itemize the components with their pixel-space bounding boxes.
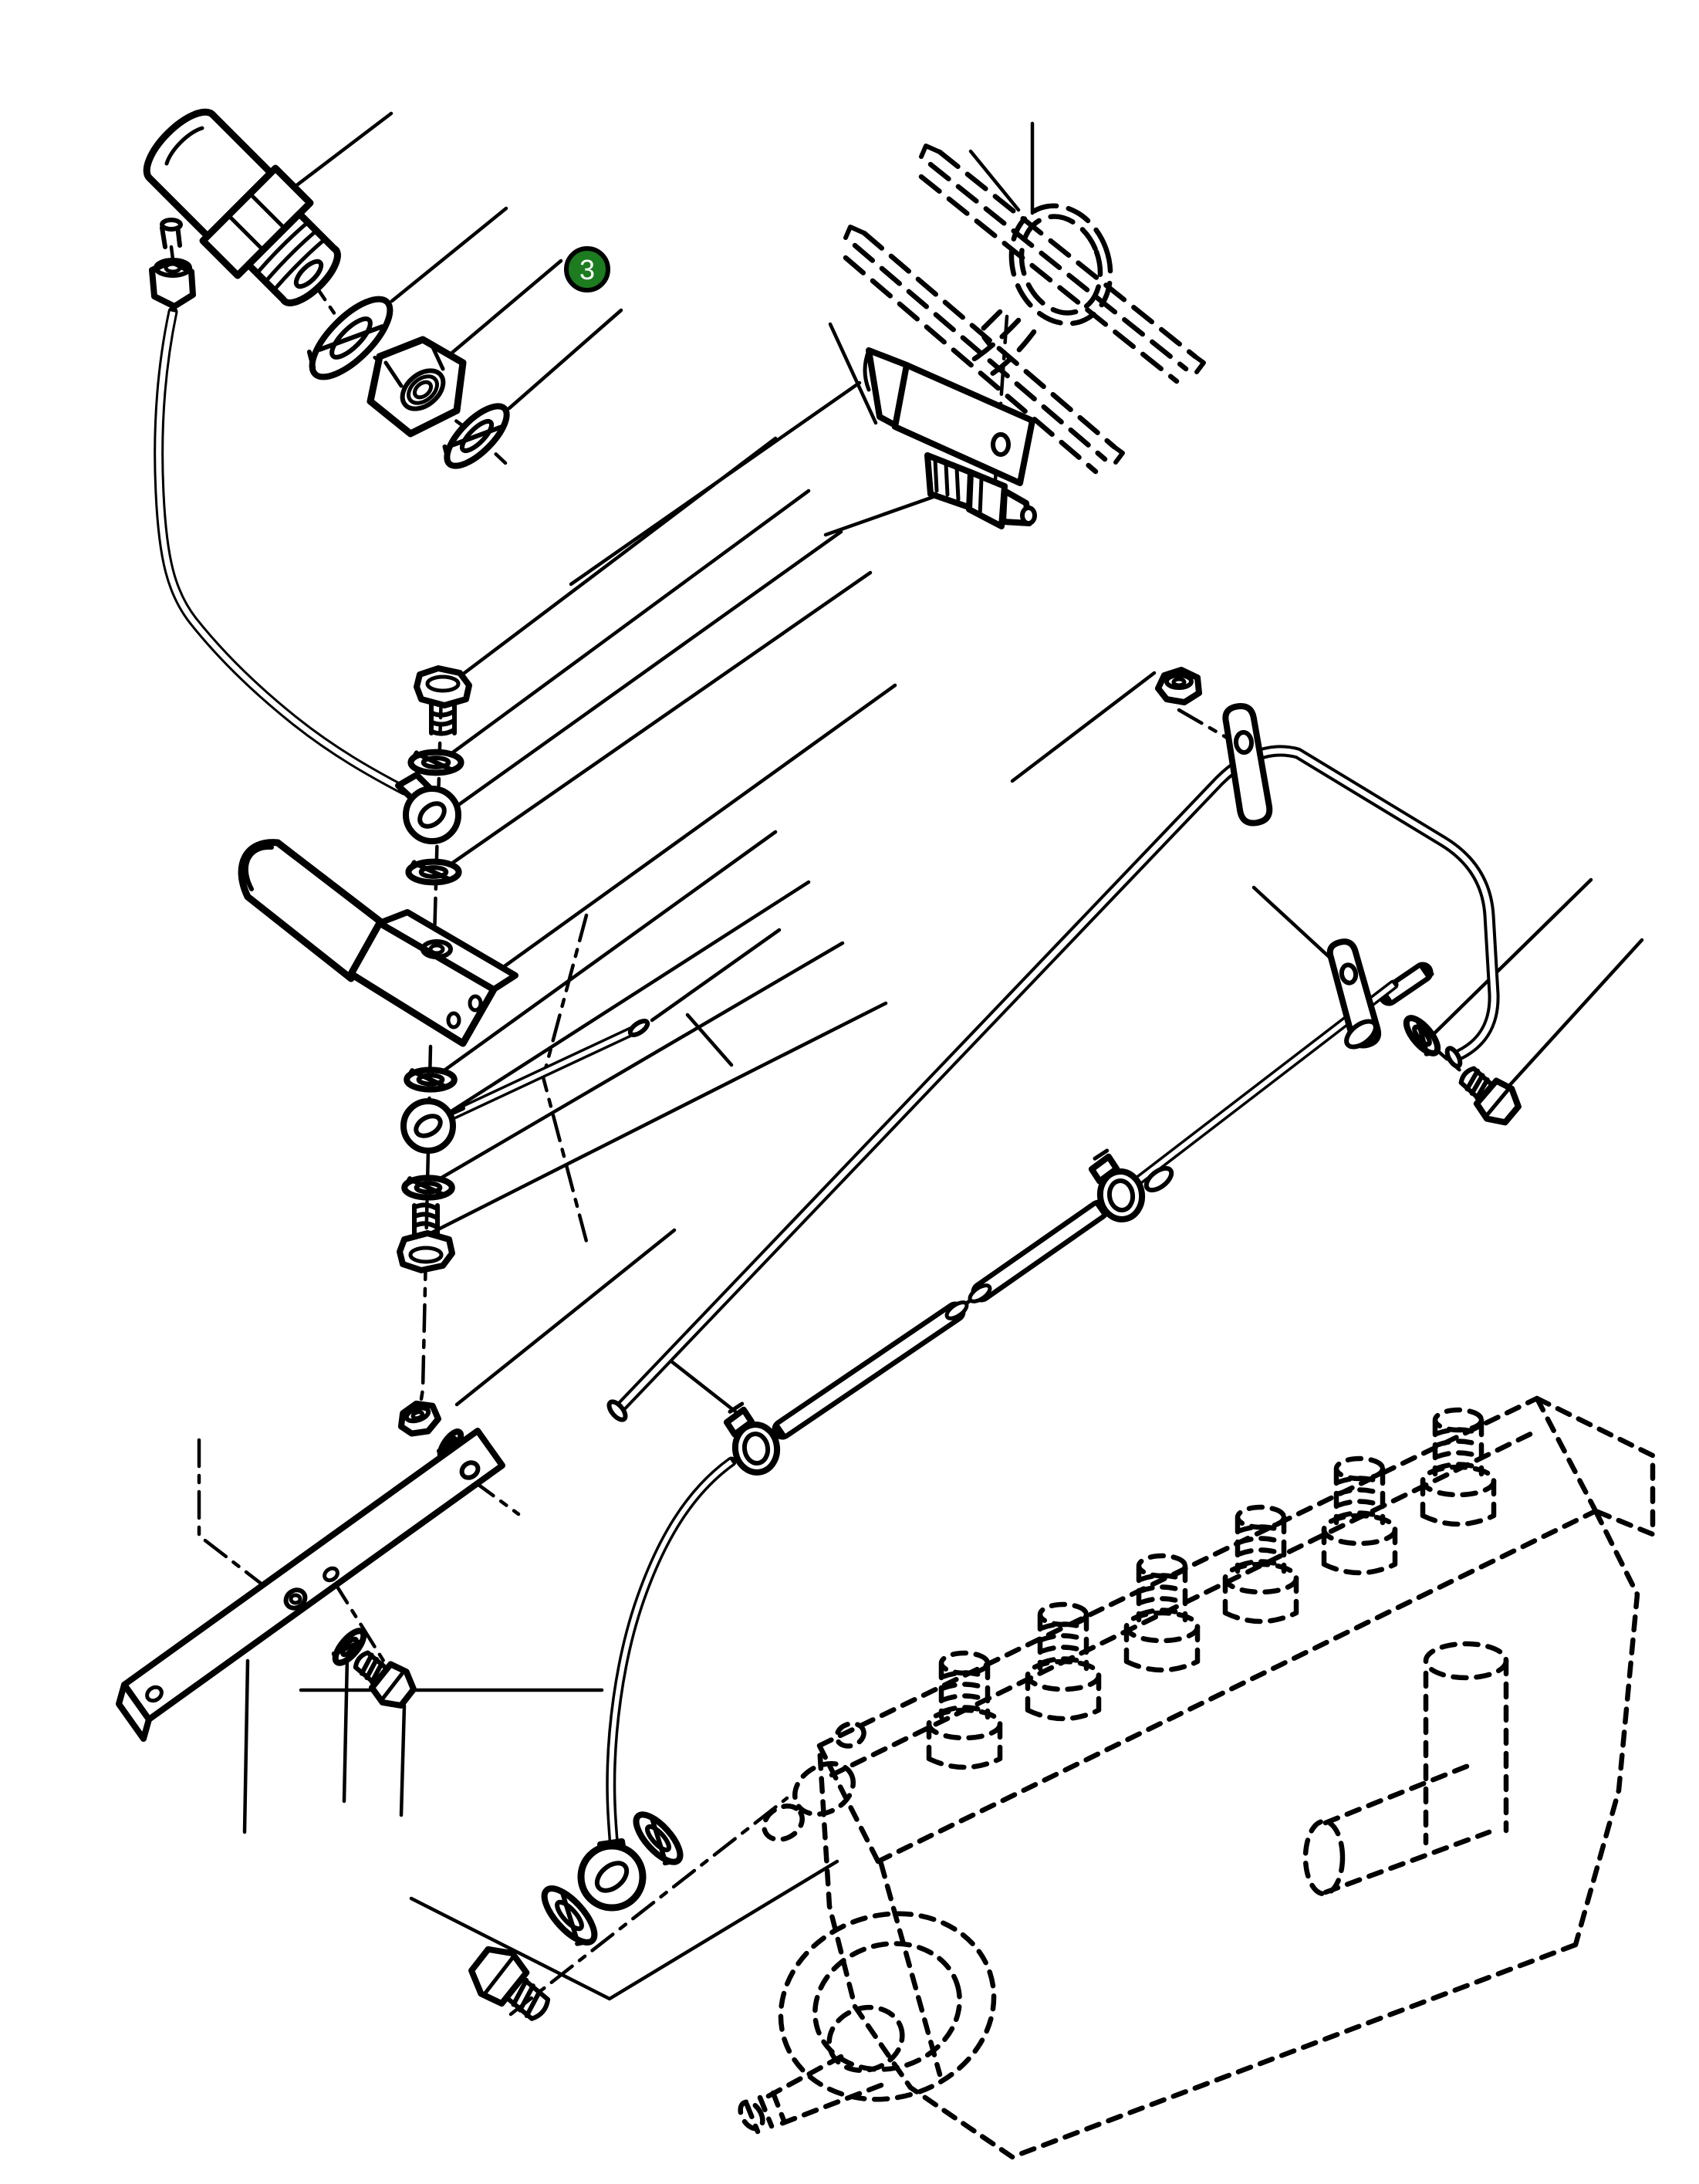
- pump-drive-flange: [738, 1911, 997, 2135]
- clamp-ring: [1143, 1165, 1174, 1193]
- switch-threaded-boss: [245, 210, 341, 306]
- callout-circle[interactable]: [564, 246, 610, 292]
- pump-inlet-port: [762, 1721, 866, 1842]
- banjo-washer-2: [408, 862, 458, 883]
- injection-pump: [738, 1395, 1656, 2160]
- pump-side-boss: [1302, 1641, 1509, 1897]
- banjo-fitting-upper: [395, 772, 461, 844]
- pipe-ferrule: [1344, 1019, 1378, 1050]
- hose-clamp: [965, 203, 1113, 380]
- banjo-washer-3: [407, 1070, 454, 1089]
- switch-rear-slot: [164, 126, 204, 166]
- banjo-fitting-lower: [400, 1098, 465, 1154]
- shutoff-solenoid-assembly: [238, 668, 518, 1270]
- mounting-strap-assembly: [116, 1398, 505, 1742]
- pressure-switch-assembly: [143, 108, 515, 475]
- temperature-sensor: [924, 452, 1037, 529]
- part-callout-3[interactable]: 3: [564, 246, 610, 292]
- leader-lines: [242, 111, 1644, 2001]
- sensor-bracket-assembly: [863, 347, 1037, 529]
- rail-end-hooks: [843, 144, 1206, 465]
- banjo-washer-1: [410, 752, 461, 773]
- solenoid-valve: [238, 839, 518, 1047]
- pipe-end-opening: [606, 1399, 628, 1422]
- clip-nut-1: [1158, 670, 1199, 702]
- valve-inlet-hole: [421, 939, 453, 959]
- bracket-hole: [991, 432, 1011, 457]
- inlet-banjo-fitting: [577, 1838, 647, 1912]
- banjo-washer-4: [404, 1178, 452, 1197]
- pipe-fittings: [725, 670, 1525, 1476]
- frame-rail-group: [843, 144, 1206, 475]
- inlet-banjo-assembly: [463, 1808, 687, 2032]
- sensor-bracket: [863, 347, 1035, 486]
- callout-number: 3: [579, 254, 595, 286]
- mounting-strap: [116, 1428, 505, 1742]
- boss-opening: [293, 259, 324, 289]
- tube-nipple: [160, 218, 183, 249]
- flare-nut: [149, 258, 196, 309]
- frame-rail-upper: [918, 149, 1198, 384]
- boss-threads: [255, 220, 327, 292]
- adapter-nut: [366, 336, 467, 438]
